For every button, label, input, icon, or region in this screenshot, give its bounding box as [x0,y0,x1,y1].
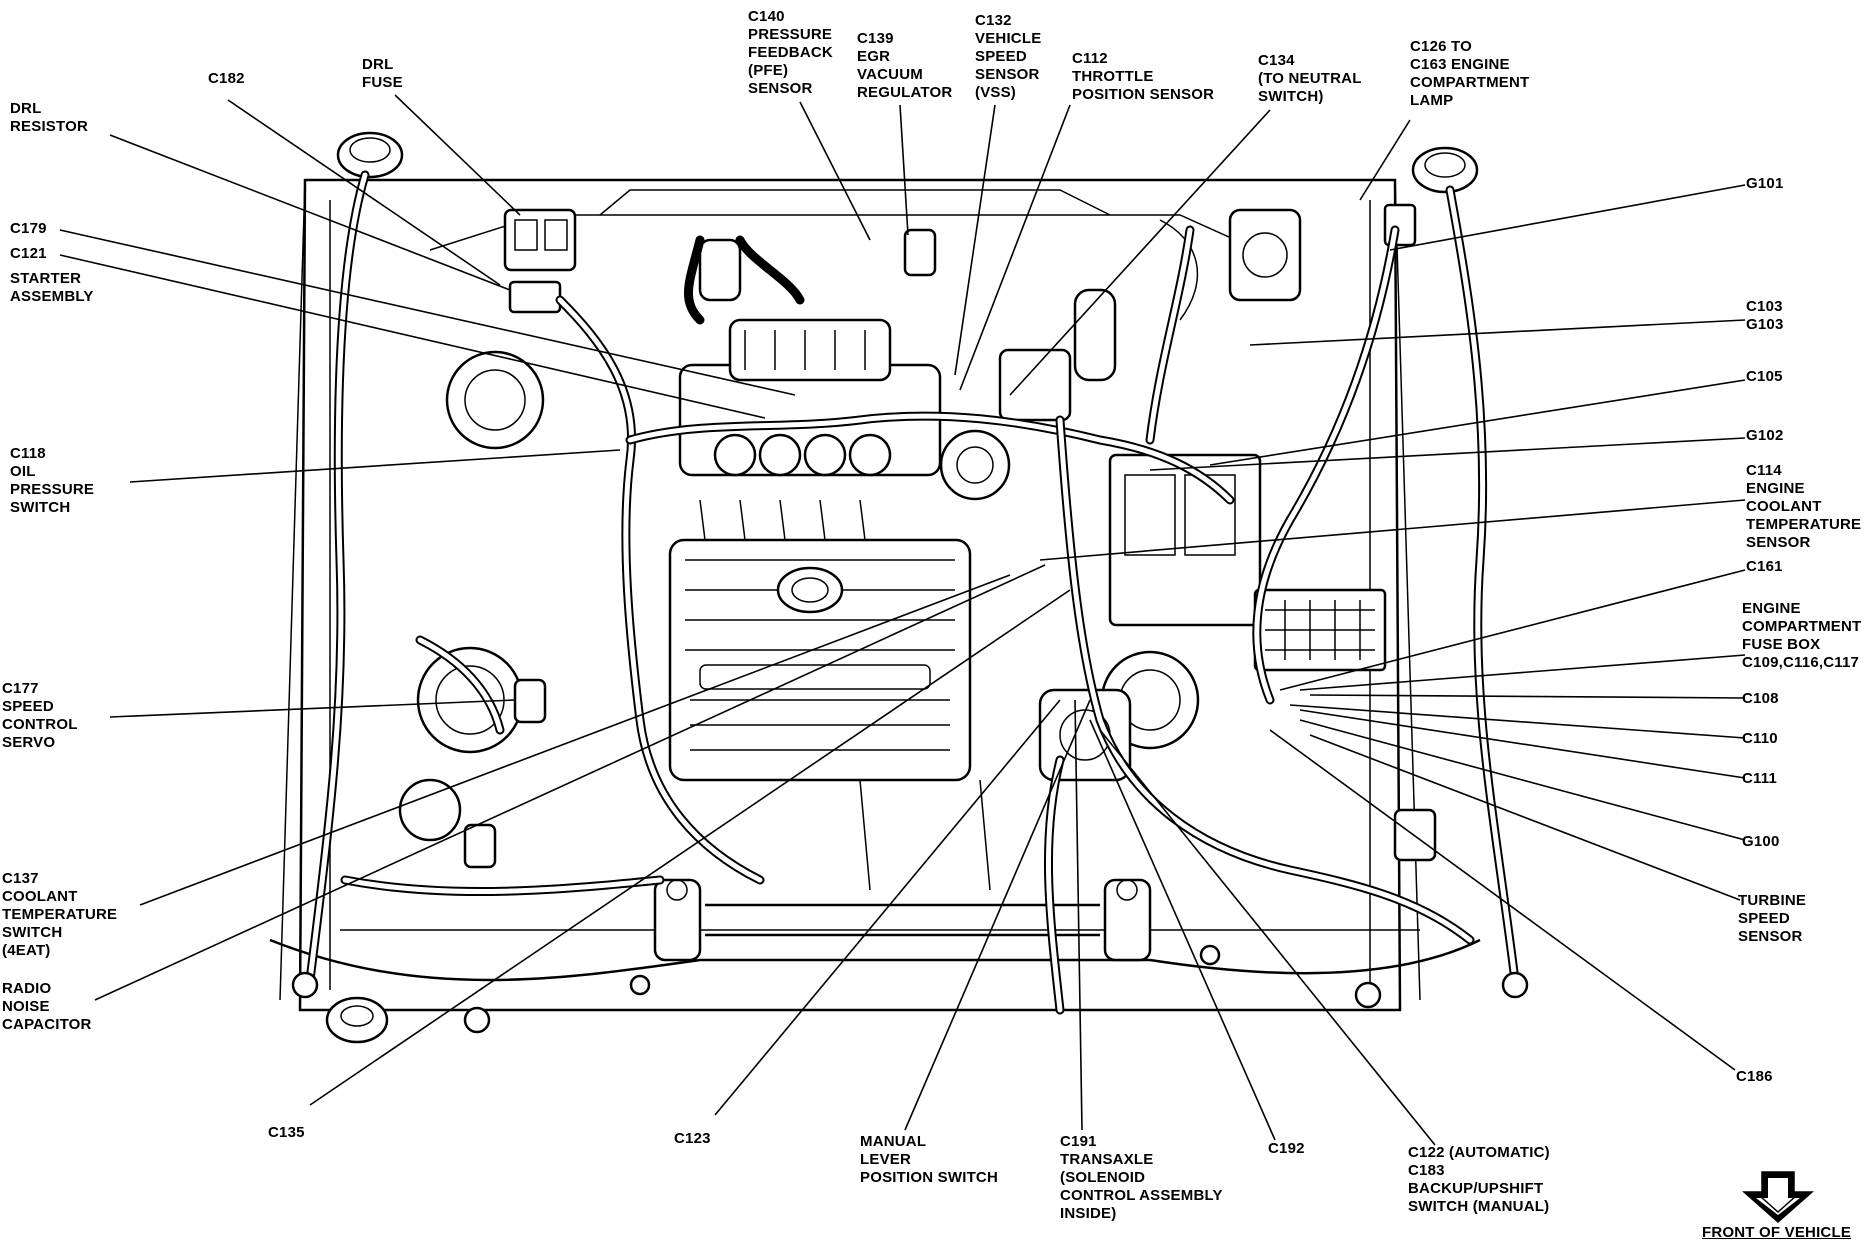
label-c118: C118 OIL PRESSURE SWITCH [10,445,95,516]
label-c123: C123 [674,1130,711,1147]
label-manual-lever: MANUAL LEVER POSITION SWITCH [860,1133,998,1186]
label-c122: C122 (AUTOMATIC) C183 BACKUP/UPSHIFT SWI… [1408,1144,1550,1215]
label-g102: G102 [1746,427,1784,444]
engine-block [668,318,1072,782]
label-c182: C182 [208,70,245,87]
label-c140: C140 PRESSURE FEEDBACK (PFE) SENSOR [748,8,833,97]
label-c114: C114 ENGINE COOLANT TEMPERATURE SENSOR [1746,462,1862,551]
label-starter-assembly: STARTER ASSEMBLY [10,270,94,305]
label-c192: C192 [1268,1140,1305,1157]
front-of-vehicle-caption: FRONT OF VEHICLE [1702,1224,1852,1241]
label-c179: C179 [10,220,47,237]
label-c132: C132 VEHICLE SPEED SENSOR (VSS) [975,12,1042,101]
down-arrow-icon [1742,1171,1814,1224]
label-c121: C121 [10,245,47,262]
label-c186: C186 [1736,1068,1773,1085]
right-side-components [1108,203,1437,862]
label-fuse-box: ENGINE COMPARTMENT FUSE BOX C109,C116,C1… [1742,600,1862,671]
left-side-components [463,208,1117,869]
label-c139: C139 EGR VACUUM REGULATOR [857,30,953,101]
label-c103-g103: C103 G103 [1746,298,1784,333]
connector-studs [291,944,1529,1034]
label-c134: C134 (TO NEUTRAL SWITCH) [1258,52,1362,105]
label-c110: C110 [1742,730,1778,747]
label-radio-noise-capacitor: RADIO NOISE CAPACITOR [2,980,92,1033]
label-c177: C177 SPEED CONTROL SERVO [2,680,78,751]
label-c111: C111 [1742,770,1778,787]
label-c191: C191 TRANSAXLE (SOLENOID CONTROL ASSEMBL… [1060,1133,1223,1222]
label-c126: C126 TO C163 ENGINE COMPARTMENT LAMP [1410,38,1530,109]
label-turbine-speed-sensor: TURBINE SPEED SENSOR [1738,892,1807,945]
label-c108: C108 [1742,690,1779,707]
label-c161: C161 [1746,558,1783,575]
wiring-harness [305,170,1520,1015]
label-drl-fuse: DRL FUSE [362,56,403,91]
label-c137: C137 COOLANT TEMPERATURE SWITCH (4EAT) [2,870,118,959]
label-c112: C112 THROTTLE POSITION SENSOR [1072,50,1215,103]
label-c135: C135 [268,1124,305,1141]
label-g100: G100 [1742,833,1780,850]
leader-lines [59,94,1746,1146]
label-c105: C105 [1746,368,1783,385]
label-drl-resistor: DRL RESISTOR [10,100,89,135]
label-g101: G101 [1746,175,1784,192]
